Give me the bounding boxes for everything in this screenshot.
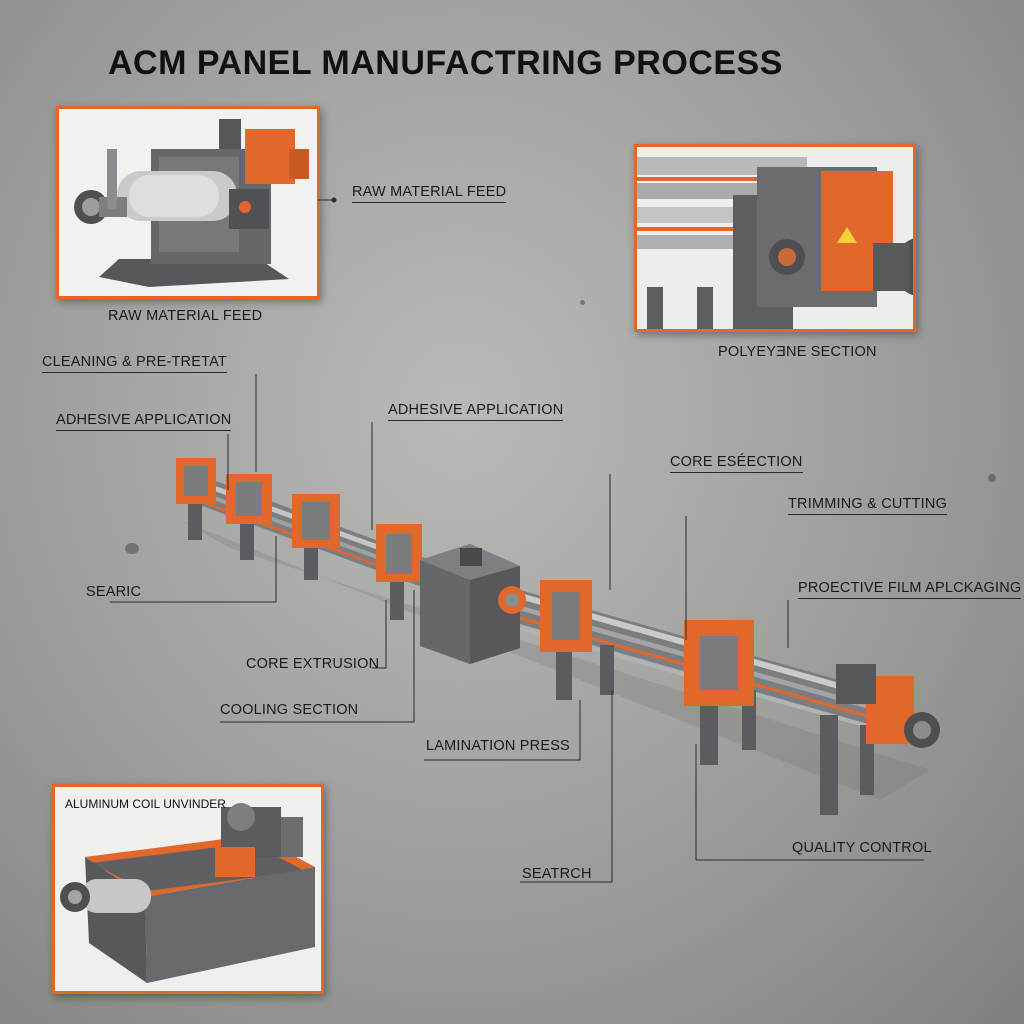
label-cooling-section: COOLING SECTION (220, 702, 359, 718)
raw-material-feed-caption: RAW MATERIAL FEED (108, 308, 263, 324)
raw-material-feed-panel (56, 106, 320, 299)
label-quality-control: QUALITY CONTROL (792, 840, 932, 856)
label-cleaning-pretreat: CLEANING & PRE-TRETAT (42, 354, 227, 373)
label-protective-film-packaging: PROECTIVE FILM APLCKAGING (798, 580, 1022, 599)
polyethylene-section-panel (634, 144, 916, 332)
end-motor (836, 664, 940, 748)
polyethylene-section-caption: POLYEYƎNE SECTION (718, 344, 877, 360)
label-adhesive-application-left: ADHESIVE APPLICATION (56, 412, 232, 431)
left-roller-line (185, 470, 431, 590)
label-lamination-press: LAMINATION PRESS (426, 738, 570, 754)
right-roller-line (519, 590, 911, 740)
aluminum-coil-unwinder-image (55, 787, 321, 991)
core-extruder-unit (420, 544, 526, 664)
aluminum-coil-unwinder-panel: ALUMINUM COIL UNVINDER (52, 784, 324, 994)
label-trimming-cutting: TRIMMING & CUTTING (788, 496, 948, 515)
wall-speck (580, 300, 585, 305)
wall-speck (125, 543, 139, 554)
polyethylene-section-image (637, 147, 913, 329)
label-searic: SEARIC (86, 584, 142, 600)
label-core-section: CORE ESÉECTION (670, 454, 803, 473)
label-seatrch: SEATRCH (522, 866, 592, 882)
label-adhesive-application-center: ADHESIVE APPLICATION (388, 402, 564, 421)
aluminum-coil-unwinder-caption: ALUMINUM COIL UNVINDER (65, 797, 226, 811)
wall-speck (988, 474, 996, 482)
page-title: ACM PANEL MANUFACTRING PROCESS (108, 44, 783, 82)
label-raw-material-feed: RAW MATERIAL FEED (352, 184, 507, 203)
label-core-extrusion: CORE EXTRUSION (246, 656, 380, 672)
raw-material-feed-machine-image (59, 109, 317, 296)
